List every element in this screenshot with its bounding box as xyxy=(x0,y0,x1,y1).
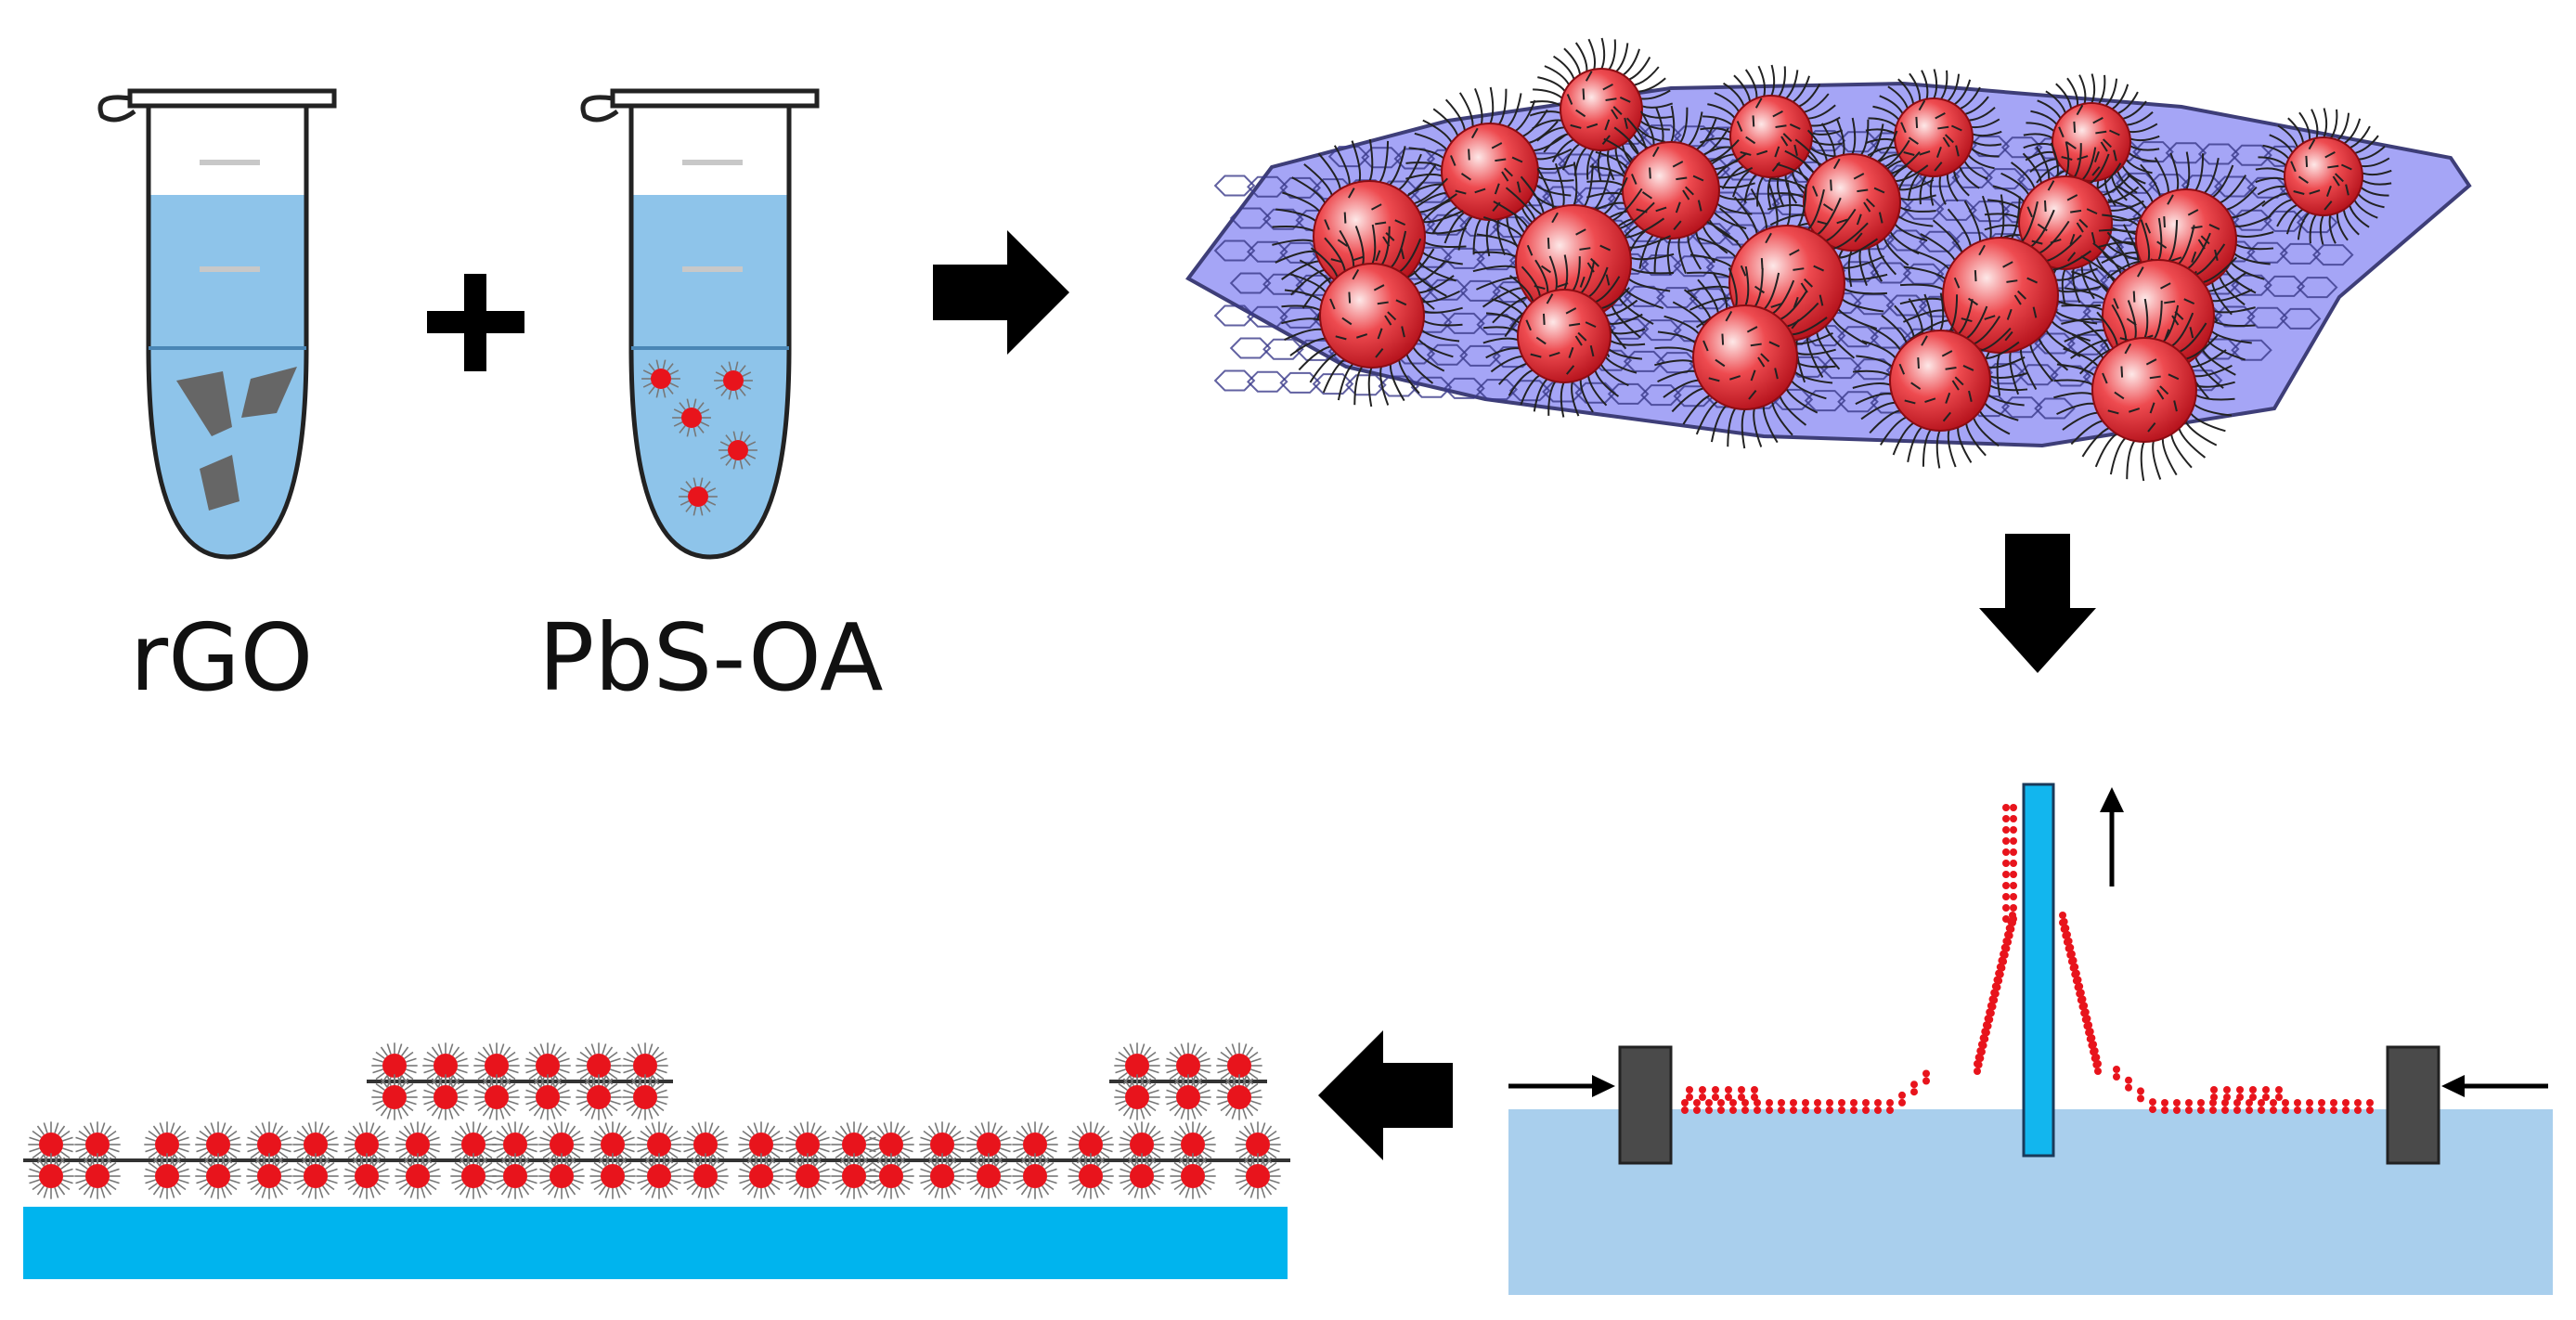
nanocrystal-dot xyxy=(714,361,753,400)
nanocrystal-dot xyxy=(246,1121,292,1168)
nanocrystal-dot xyxy=(492,1153,538,1199)
substrate-horizontal xyxy=(23,1207,1288,1279)
tube-cap xyxy=(127,88,337,109)
nanocrystal-dot xyxy=(738,1153,784,1199)
nanocrystal-sphere xyxy=(1852,292,2028,469)
nanocrystal-dot xyxy=(622,1042,668,1089)
nanocrystal-dot xyxy=(784,1153,831,1199)
plus-icon xyxy=(427,274,524,371)
nanocrystal-dot xyxy=(1216,1042,1262,1089)
nanocrystal-sphere xyxy=(1529,37,1674,182)
film-layers xyxy=(23,1042,1290,1199)
rgo-flakes xyxy=(176,367,297,511)
pbs-nanocrystals-in-tube xyxy=(641,359,757,516)
nanocrystal-dot xyxy=(473,1074,520,1120)
nanocrystal-dot xyxy=(343,1121,390,1168)
nanocrystal-dot xyxy=(672,398,711,437)
nanocrystal-dot xyxy=(636,1153,682,1199)
nanocrystal-dot xyxy=(195,1153,241,1199)
arrow-push-left-icon xyxy=(2441,1075,2548,1097)
nanocrystal-dot xyxy=(1114,1074,1160,1120)
barrier-icon xyxy=(2386,1045,2440,1165)
arrow-push-right-icon xyxy=(1508,1075,1615,1097)
nanocrystal-dot xyxy=(682,1153,729,1199)
nanocrystal-dot xyxy=(371,1042,418,1089)
trough-film xyxy=(1681,804,2374,1114)
substrate-vertical xyxy=(2022,783,2055,1158)
nanocrystal-dot xyxy=(718,431,757,470)
nanocrystal-dot xyxy=(450,1121,497,1168)
nanocrystal-dot xyxy=(641,359,680,398)
nanocrystal-dot xyxy=(371,1074,418,1120)
nanocrystal-sphere xyxy=(2053,298,2235,482)
nanocrystal-dot xyxy=(1119,1153,1165,1199)
nanocrystal-dot xyxy=(450,1153,497,1199)
nanocrystal-dot xyxy=(395,1121,441,1168)
nanocrystal-dot xyxy=(965,1153,1012,1199)
nanocrystal-dot xyxy=(1216,1074,1262,1120)
nanocrystal-dot xyxy=(868,1153,914,1199)
nanocrystal-dot xyxy=(246,1153,292,1199)
nanocrystal-dot xyxy=(524,1074,571,1120)
tube-pbs xyxy=(580,88,820,560)
barrier-icon xyxy=(1618,1045,1673,1165)
nanocrystal-dot xyxy=(636,1121,682,1168)
nanocrystal-dot xyxy=(831,1153,877,1199)
pbs-nanocrystals xyxy=(1272,37,2392,482)
nanocrystal-dot xyxy=(343,1153,390,1199)
nanocrystal-dot xyxy=(1170,1153,1216,1199)
nanocrystal-dot xyxy=(1165,1074,1211,1120)
tube-rgo xyxy=(97,88,337,560)
nanocrystal-dot xyxy=(195,1121,241,1168)
nanocrystal-dot xyxy=(538,1121,585,1168)
nanocrystal-dot xyxy=(1170,1121,1216,1168)
nanocrystal-dot xyxy=(395,1153,441,1199)
tube-hinge xyxy=(97,95,136,123)
nanocrystal-dot xyxy=(524,1042,571,1089)
nanocrystal-dot xyxy=(1165,1042,1211,1089)
nanocrystal-sphere xyxy=(1586,105,1755,276)
nanocrystal-sphere xyxy=(1482,254,1646,418)
nanocrystal-dot xyxy=(1235,1153,1281,1199)
nanocrystal-dot xyxy=(679,477,718,516)
nanocrystal-dot xyxy=(576,1074,622,1120)
nanocrystal-sphere xyxy=(1281,224,1463,408)
nanocrystal-dot xyxy=(1114,1042,1160,1089)
nanocrystal-sphere xyxy=(1899,194,2102,396)
nanocrystal-dot xyxy=(473,1042,520,1089)
nanocrystal-dot xyxy=(292,1121,339,1168)
nanocrystal-dot xyxy=(1068,1153,1114,1199)
label-rgo: rGO xyxy=(130,603,314,712)
langmuir-trough xyxy=(1508,783,2553,1295)
nanocrystal-dot xyxy=(422,1074,469,1120)
arrow-down-icon xyxy=(1979,534,2096,673)
nanocrystal-dot xyxy=(738,1121,784,1168)
rgo-pbs-hybrid-sheet xyxy=(1185,37,2472,482)
arrow-up-icon xyxy=(2100,787,2124,886)
nanocrystal-dot xyxy=(831,1121,877,1168)
label-pbs-oa: PbS-OA xyxy=(538,603,884,712)
nanocrystal-dot xyxy=(74,1153,121,1199)
nanocrystal-dot xyxy=(1235,1121,1281,1168)
nanocrystal-dot xyxy=(144,1153,190,1199)
nanocrystal-dot xyxy=(682,1121,729,1168)
nanocrystal-dot xyxy=(589,1153,636,1199)
nanocrystal-dot xyxy=(576,1042,622,1089)
nanocrystal-dot xyxy=(965,1121,1012,1168)
nanocrystal-dot xyxy=(28,1153,74,1199)
deposited-film xyxy=(23,1042,1290,1279)
nanocrystal-dot xyxy=(292,1153,339,1199)
arrow-right-icon xyxy=(933,230,1069,355)
nanocrystal-dot xyxy=(1012,1153,1058,1199)
nanocrystal-dot xyxy=(622,1074,668,1120)
nanocrystal-sphere xyxy=(1984,141,2147,304)
nanocrystal-dot xyxy=(868,1121,914,1168)
nanocrystal-dot xyxy=(919,1153,965,1199)
nanocrystal-sphere xyxy=(2255,108,2392,245)
nanocrystal-sphere xyxy=(1654,265,1836,449)
arrow-left-icon xyxy=(1318,1030,1453,1160)
nanocrystal-dot xyxy=(538,1153,585,1199)
